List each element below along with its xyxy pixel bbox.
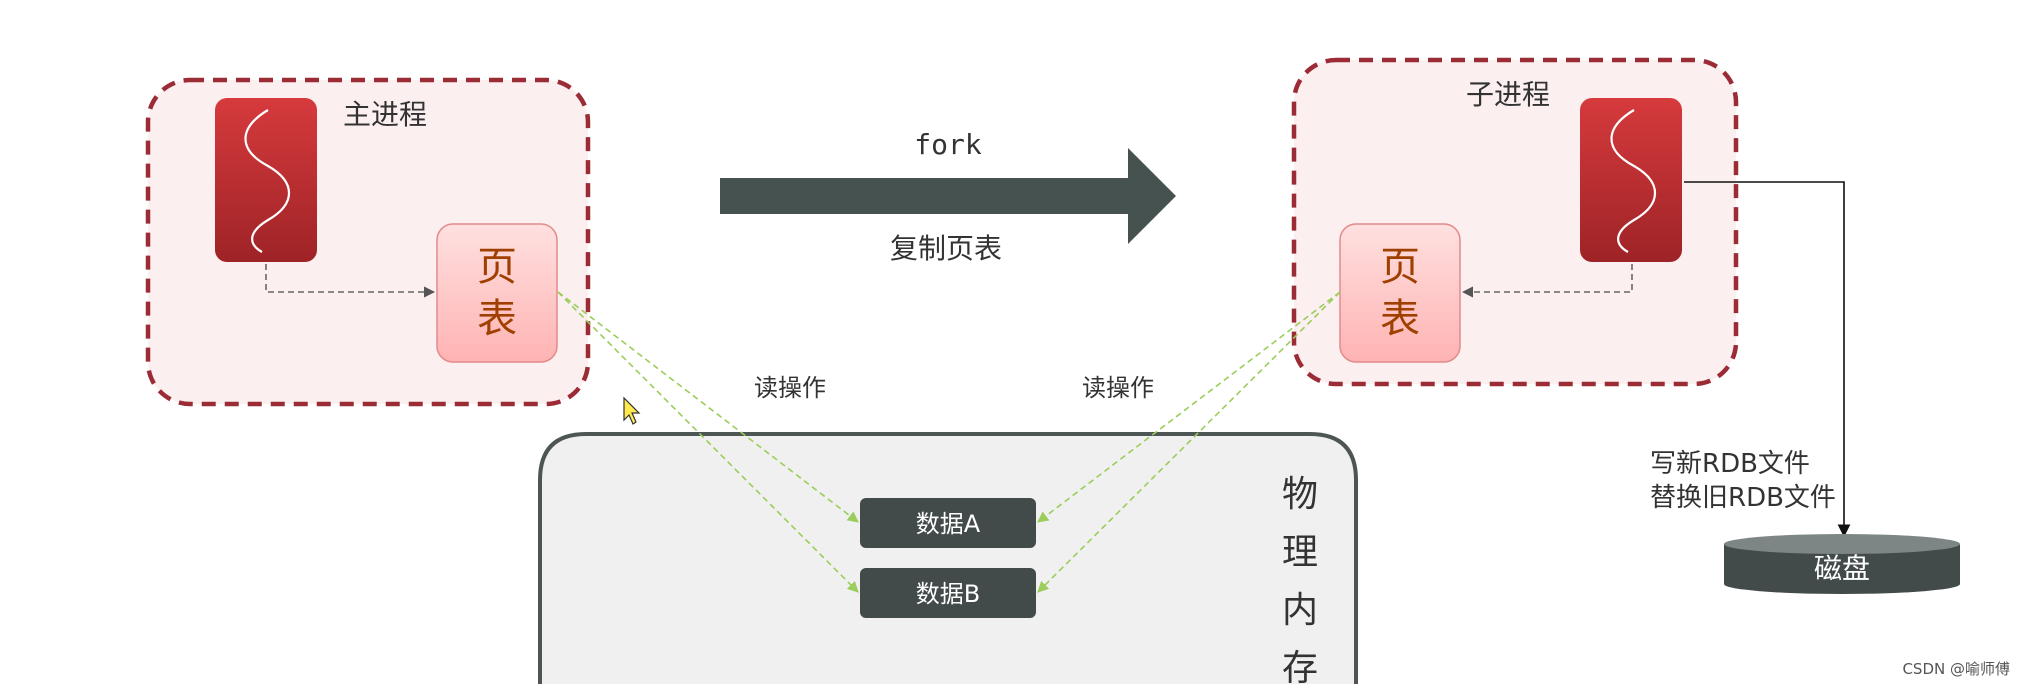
disk-note-line-2: 替换旧RDB文件 xyxy=(1650,483,1836,513)
data-block-b-label: 数据B xyxy=(916,580,980,608)
disk-icon xyxy=(1724,534,1960,594)
fork-arrow xyxy=(720,148,1176,244)
main-process-title: 主进程 xyxy=(343,98,427,131)
main-page-table-char-1: 页 xyxy=(477,244,517,290)
main-page-table: 页 表 xyxy=(436,223,558,363)
child-page-table-char-2: 表 xyxy=(1380,296,1420,342)
read-op-label-left: 读操作 xyxy=(754,374,826,402)
child-thread-to-page-table-arrow xyxy=(1461,264,1633,298)
physical-memory-char-2: 理 xyxy=(1282,532,1318,573)
disk-note-line-1: 写新RDB文件 xyxy=(1650,449,1810,479)
main-thread-icon xyxy=(215,98,317,262)
child-page-table: 页 表 xyxy=(1339,223,1461,363)
main-process-group: 主进程 页 表 xyxy=(145,77,591,407)
child-thread-icon xyxy=(1580,98,1682,262)
data-block-b: 数据B xyxy=(860,568,1036,618)
child-read-arrow-a xyxy=(1037,291,1341,523)
child-to-disk-arrow xyxy=(1684,181,1851,538)
physical-memory-char-4: 存 xyxy=(1282,648,1318,684)
main-thread-to-page-table-arrow xyxy=(265,264,436,298)
physical-memory-char-3: 内 xyxy=(1282,590,1318,631)
physical-memory-group: 物 理 内 存 数据A 数据B xyxy=(538,432,1358,684)
data-block-a-label: 数据A xyxy=(916,510,981,538)
child-process-title: 子进程 xyxy=(1466,78,1550,111)
main-page-table-char-2: 表 xyxy=(477,296,517,342)
fork-label: fork xyxy=(914,128,982,161)
read-op-label-right: 读操作 xyxy=(1082,374,1154,402)
child-read-arrow-b xyxy=(1037,291,1341,593)
main-read-arrow-b xyxy=(557,291,859,593)
child-page-table-char-1: 页 xyxy=(1380,244,1420,290)
child-process-group: 子进程 页 表 xyxy=(1291,57,1739,387)
physical-memory-char-1: 物 xyxy=(1282,474,1318,515)
disk-label: 磁盘 xyxy=(1814,552,1870,585)
main-read-arrow-a xyxy=(557,291,859,523)
disk-group: 写新RDB文件 替换旧RDB文件 磁盘 xyxy=(1650,181,1960,594)
fork-arrow-group: fork 复制页表 xyxy=(720,128,1176,265)
mouse-cursor-icon xyxy=(623,396,641,425)
fork-sublabel: 复制页表 xyxy=(890,232,1002,265)
watermark: CSDN @喻师傅 xyxy=(1902,660,2010,678)
data-block-a: 数据A xyxy=(860,498,1036,548)
physical-memory-box xyxy=(538,432,1358,684)
read-arrows: 读操作 读操作 xyxy=(557,291,1341,593)
